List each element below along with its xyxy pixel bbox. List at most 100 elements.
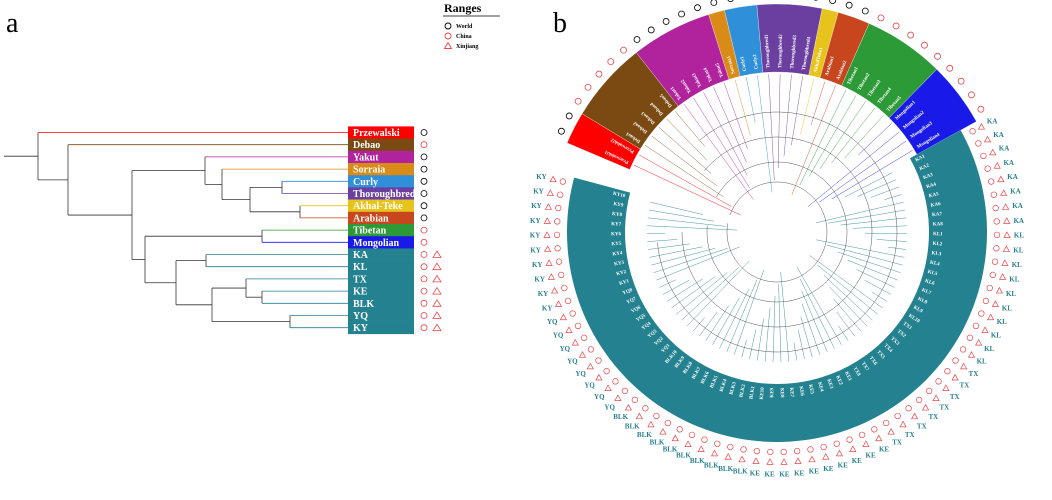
outer-group-label: BLK [613,413,628,421]
radial-branch [831,150,913,200]
radial-branch [658,126,712,174]
radial-branch [723,82,748,150]
breed-sector [888,69,977,155]
radial-branch [757,75,773,193]
world-circle-icon [420,214,428,222]
tip-label: KA8 [933,222,944,227]
xinjiang-triangle-icon [724,453,732,460]
outer-group-label: KA [1007,173,1018,181]
tip-label: KL10 [907,314,920,325]
xinjiang-triangle-icon [862,440,870,447]
radial-branch [847,259,898,281]
outer-group-label: KY [534,276,545,284]
radial-branch [819,140,907,203]
outer-group-label: KL [984,345,994,353]
china-circle-icon [986,284,993,292]
world-circle-icon [662,18,670,25]
world-circle-icon [710,0,718,6]
china-circle-icon [612,378,619,385]
world-circle-icon [420,177,428,185]
radial-branch [799,89,847,186]
china-circle-icon [946,64,954,72]
china-circle-icon [420,238,428,246]
world-circle-icon [727,0,734,2]
radial-branch [745,76,756,123]
leaf-color-box [348,126,414,139]
leaf-color-box [348,248,414,261]
china-circle-icon [992,204,999,212]
outer-group-label: KA [1010,188,1021,196]
clade-arc [657,111,898,353]
xinjiang-triangle-icon [794,457,802,464]
legend-item-china: China [444,32,472,40]
leaf-label: Przewalski [353,128,400,139]
xinjiang-triangle-icon [977,122,986,130]
tip-label: TX4 [883,343,893,354]
radial-branch [876,239,907,242]
china-circle-icon [993,231,1001,239]
china-circle-icon [653,412,660,420]
leaf-color-box [348,138,414,152]
xinjiang-triangle-icon [432,311,442,319]
outer-group-label: KL [1012,261,1022,269]
outer-group-label: KE [794,469,804,477]
radial-branch [852,225,907,229]
xinjiang-triangle-icon [565,326,573,333]
china-circle-icon [972,322,980,329]
outer-group-label: KY [530,217,541,225]
china-circle-icon [574,97,582,105]
xinjiang-triangle-icon [899,420,907,428]
radial-branch [644,144,724,198]
leaf-color-box [348,297,414,310]
radial-branch [884,194,902,200]
world-circle-icon [558,127,565,135]
outer-group-label: TX [960,382,970,390]
china-circle-icon [793,447,801,455]
leaf-label: Thoroughbred [353,189,416,200]
xinjiang-triangle-icon [835,449,844,457]
radial-branch [741,339,747,358]
xinjiang-triangle-icon [998,273,1007,280]
radial-branch [783,74,792,157]
tip-label: KY8 [612,212,623,218]
xinjiang-triangle-icon [887,427,895,435]
outer-group-label: BLK [690,457,705,465]
tip-label: KA5 [928,192,939,199]
xinjiang-triangle-icon [635,412,643,420]
tip-label: YQ2 [654,336,665,347]
china-circle-icon [420,251,428,258]
radial-branch [815,201,904,224]
world-circle-icon [565,112,573,120]
xinjiang-triangle-icon [543,231,551,238]
radial-branch [817,264,878,315]
legend-title: Ranges [444,1,482,15]
world-circle-icon [420,153,428,161]
xinjiang-triangle-icon [671,434,679,442]
outer-group-label: YQ [575,370,586,378]
outer-group-label: KY [530,232,541,240]
tip-label: TX1 [902,322,913,332]
tip-label: KY6 [611,232,622,237]
outer-group-label: KL [1014,232,1024,240]
outer-group-label: YQ [594,393,605,401]
radial-branch [870,186,900,198]
tree-a: PrzewalskiDebaoYakutSorraiaCurlyThorough… [4,126,442,334]
tip-label: TX7 [860,361,870,372]
leaf-label: Sorraia [353,165,385,176]
leaf-color-box [348,309,414,322]
tree-a-leaves: PrzewalskiDebaoYakutSorraiaCurlyThorough… [348,126,416,334]
china-circle-icon [420,226,428,234]
china-circle-icon [553,231,561,239]
tip-label: KL1 [933,232,943,237]
clade-arc [706,161,848,303]
tip-label: KL4 [929,261,940,268]
xinjiang-triangle-icon [684,440,692,447]
radial-branch [823,275,873,321]
outer-group-label: BLK [637,431,652,439]
outer-group-label: KY [532,261,543,269]
tip-label: BLK6 [701,371,711,385]
china-circle-icon [420,312,428,319]
xinjiang-triangle-icon [432,286,442,295]
tip-label: Yakut4 [703,66,714,82]
radial-branch [649,246,703,258]
